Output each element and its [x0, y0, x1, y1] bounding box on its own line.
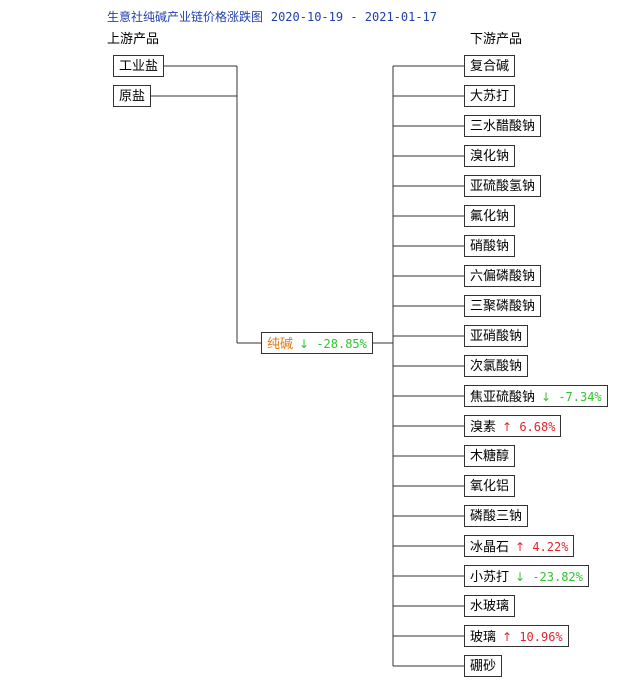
- downstream-node[interactable]: 复合碱: [464, 55, 516, 77]
- downstream-node-label: 硼砂: [470, 659, 497, 674]
- center-node-label: 纯碱: [267, 337, 294, 352]
- downstream-node[interactable]: 水玻璃: [464, 595, 516, 617]
- downstream-node[interactable]: 小苏打 ↓ -23.82%: [464, 565, 589, 587]
- downstream-header: 下游产品: [470, 32, 523, 47]
- arrow-down-icon: ↓: [541, 390, 552, 404]
- downstream-node-label: 亚硝酸钠: [470, 329, 523, 344]
- upstream-node[interactable]: 原盐: [113, 85, 152, 107]
- arrow-down-icon: ↓: [515, 570, 526, 584]
- diagram-title: 生意社纯碱产业链价格涨跌图 2020-10-19 - 2021-01-17: [107, 8, 437, 25]
- downstream-node-label: 大苏打: [470, 89, 510, 104]
- downstream-node-label: 六偏磷酸钠: [470, 269, 536, 284]
- downstream-node[interactable]: 硼砂: [464, 655, 503, 677]
- downstream-node[interactable]: 氟化钠: [464, 205, 516, 227]
- downstream-node[interactable]: 亚硝酸钠: [464, 325, 529, 347]
- downstream-node-label: 三水醋酸钠: [470, 119, 536, 134]
- arrow-up-icon: ↑: [502, 420, 513, 434]
- downstream-node[interactable]: 六偏磷酸钠: [464, 265, 542, 287]
- downstream-node-change-value: -7.34%: [558, 390, 602, 404]
- upstream-node[interactable]: 工业盐: [113, 55, 165, 77]
- downstream-node[interactable]: 磷酸三钠: [464, 505, 529, 527]
- downstream-node-label: 硝酸钠: [470, 239, 510, 254]
- downstream-node-label: 溴化钠: [470, 149, 510, 164]
- downstream-node-change-value: -23.82%: [532, 570, 583, 584]
- downstream-node[interactable]: 木糖醇: [464, 445, 516, 467]
- arrow-up-icon: ↑: [502, 630, 513, 644]
- downstream-node-label: 焦亚硫酸钠: [470, 390, 536, 405]
- center-node[interactable]: 纯碱 ↓ -28.85%: [261, 332, 373, 354]
- downstream-node[interactable]: 玻璃 ↑ 10.96%: [464, 625, 569, 647]
- downstream-node-change-value: 4.22%: [532, 540, 569, 554]
- arrow-down-icon: ↓: [299, 337, 310, 351]
- upstream-node-label: 工业盐: [119, 59, 159, 74]
- center-node-change: ↓ -28.85%: [299, 337, 367, 351]
- downstream-node-change: ↑ 6.68%: [502, 420, 555, 434]
- downstream-node-label: 磷酸三钠: [470, 509, 523, 524]
- downstream-node-label: 冰晶石: [470, 540, 510, 555]
- downstream-node[interactable]: 大苏打: [464, 85, 516, 107]
- downstream-node-change-value: 6.68%: [519, 420, 556, 434]
- downstream-node-change-value: 10.96%: [519, 630, 563, 644]
- downstream-node[interactable]: 硝酸钠: [464, 235, 516, 257]
- downstream-node-change: ↓ -7.34%: [541, 390, 602, 404]
- downstream-node[interactable]: 次氯酸钠: [464, 355, 529, 377]
- downstream-node[interactable]: 焦亚硫酸钠 ↓ -7.34%: [464, 385, 608, 407]
- downstream-node-label: 复合碱: [470, 59, 510, 74]
- downstream-node-label: 溴素: [470, 420, 497, 435]
- downstream-node-label: 氟化钠: [470, 209, 510, 224]
- downstream-node-label: 玻璃: [470, 630, 497, 645]
- downstream-node[interactable]: 三水醋酸钠: [464, 115, 542, 137]
- downstream-node[interactable]: 氧化铝: [464, 475, 516, 497]
- downstream-node-change: ↑ 10.96%: [502, 630, 563, 644]
- downstream-node[interactable]: 溴素 ↑ 6.68%: [464, 415, 562, 437]
- upstream-node-label: 原盐: [119, 89, 146, 104]
- downstream-node-label: 三聚磷酸钠: [470, 299, 536, 314]
- downstream-node[interactable]: 冰晶石 ↑ 4.22%: [464, 535, 575, 557]
- downstream-node[interactable]: 溴化钠: [464, 145, 516, 167]
- downstream-node[interactable]: 亚硫酸氢钠: [464, 175, 542, 197]
- downstream-node-label: 木糖醇: [470, 449, 510, 464]
- center-node-change-value: -28.85%: [316, 337, 367, 351]
- downstream-node-change: ↓ -23.82%: [515, 570, 583, 584]
- downstream-node[interactable]: 三聚磷酸钠: [464, 295, 542, 317]
- downstream-node-change: ↑ 4.22%: [515, 540, 568, 554]
- date-range: 2020-10-19 - 2021-01-17: [270, 10, 438, 24]
- downstream-node-label: 水玻璃: [470, 599, 510, 614]
- downstream-node-label: 氧化铝: [470, 479, 510, 494]
- downstream-node-label: 次氯酸钠: [470, 359, 523, 374]
- upstream-header: 上游产品: [107, 32, 160, 47]
- downstream-node-label: 亚硫酸氢钠: [470, 179, 536, 194]
- downstream-node-label: 小苏打: [470, 570, 510, 585]
- title-text: 生意社纯碱产业链价格涨跌图: [107, 10, 264, 24]
- arrow-up-icon: ↑: [515, 540, 526, 554]
